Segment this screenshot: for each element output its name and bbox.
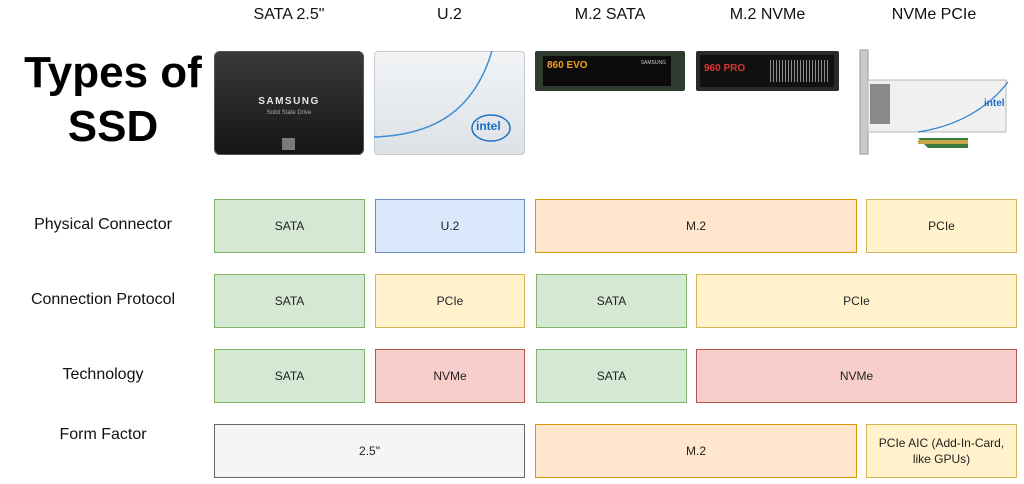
cell-form-25: 2.5" xyxy=(214,424,525,478)
cell-tech-nvme-u2: NVMe xyxy=(375,349,525,403)
cell-tech-sata-m2: SATA xyxy=(536,349,687,403)
pcie-card-graphic xyxy=(859,49,1009,155)
m2sata-label: 860 EVO SAMSUNG xyxy=(543,56,671,86)
m2sata-brand: SAMSUNG xyxy=(640,60,666,66)
pcie-card-image: intel xyxy=(858,48,1010,158)
cell-protocol-sata-m2: SATA xyxy=(536,274,687,328)
pcie-intel-logo: intel xyxy=(984,98,1005,109)
cell-physical-sata: SATA xyxy=(214,199,365,253)
cell-protocol-pcie-u2: PCIe xyxy=(375,274,525,328)
column-header-nvme-pcie: NVMe PCIe xyxy=(891,6,977,23)
cell-form-m2: M.2 xyxy=(535,424,857,478)
cell-physical-u2: U.2 xyxy=(375,199,525,253)
sata25-brand: SAMSUNG xyxy=(258,96,320,107)
cell-physical-m2: M.2 xyxy=(535,199,857,253)
row-label-connection-protocol: Connection Protocol xyxy=(30,291,176,308)
column-header-m2-nvme: M.2 NVMe xyxy=(729,6,806,23)
column-header-sata25: SATA 2.5" xyxy=(253,6,325,23)
m2nvme-barcode xyxy=(770,60,828,82)
u2-drive-image: intel xyxy=(374,51,525,155)
column-header-u2: U.2 xyxy=(437,6,462,23)
m2sata-model: 860 EVO xyxy=(547,60,588,71)
m2nvme-label: 960 PRO xyxy=(700,55,834,87)
m2-sata-stick-image: 860 EVO SAMSUNG xyxy=(535,51,685,91)
page-title: Types of SSD xyxy=(24,48,202,151)
u2-intel-logo: intel xyxy=(476,119,501,133)
u2-curve-graphic xyxy=(374,51,511,142)
m2nvme-model: 960 PRO xyxy=(704,63,746,74)
sata25-badge xyxy=(282,138,295,150)
cell-protocol-pcie-nvme: PCIe xyxy=(696,274,1017,328)
row-label-physical-connector: Physical Connector xyxy=(34,216,172,233)
sata-25-drive-image: SAMSUNG Solid State Drive xyxy=(214,51,364,155)
column-header-m2-sata: M.2 SATA xyxy=(574,6,646,23)
m2-nvme-stick-image: 960 PRO xyxy=(696,51,839,91)
row-label-technology: Technology xyxy=(62,366,144,383)
cell-tech-nvme: NVMe xyxy=(696,349,1017,403)
sata25-subtitle: Solid State Drive xyxy=(266,110,312,116)
cell-protocol-sata: SATA xyxy=(214,274,365,328)
row-label-form-factor: Form Factor xyxy=(59,426,147,443)
cell-tech-sata: SATA xyxy=(214,349,365,403)
cell-physical-pcie: PCIe xyxy=(866,199,1017,253)
cell-form-pcie-aic: PCIe AIC (Add-In-Card, like GPUs) xyxy=(866,424,1017,478)
